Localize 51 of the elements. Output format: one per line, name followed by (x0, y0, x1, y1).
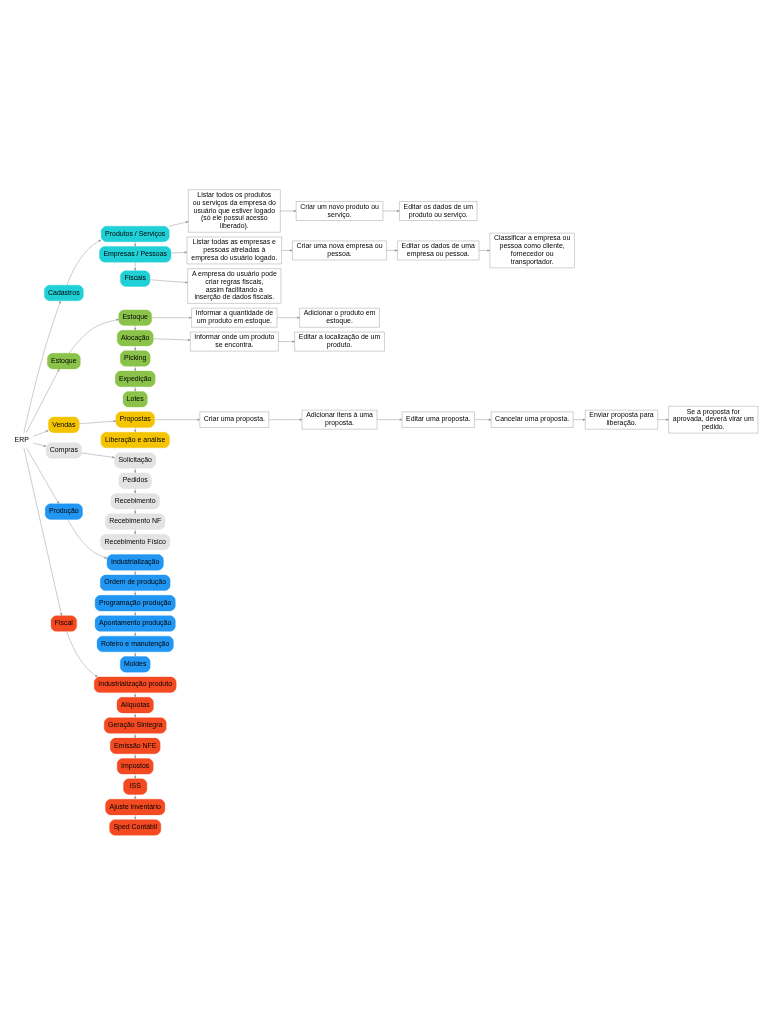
arrow (26, 368, 60, 433)
arrow (278, 340, 295, 343)
arrow (151, 316, 192, 319)
arrow (134, 569, 137, 575)
arrow (168, 220, 189, 226)
arrow (149, 279, 188, 283)
arrow (134, 590, 137, 595)
arrow (134, 488, 137, 493)
arrow (81, 452, 115, 458)
arrow (573, 418, 586, 421)
arrow (134, 467, 137, 473)
arrow (134, 712, 137, 718)
arrow (33, 429, 49, 436)
arrow (23, 300, 61, 433)
arrow (26, 447, 60, 504)
arrow (134, 691, 137, 697)
arrow (134, 753, 137, 759)
arrow (170, 250, 188, 253)
arrow (657, 418, 669, 421)
arrow (134, 386, 137, 392)
arrow (134, 508, 137, 514)
arrow (67, 518, 108, 558)
arrow (23, 447, 63, 616)
arrow (134, 426, 137, 432)
arrow (134, 345, 137, 351)
arrow (134, 732, 137, 738)
arrow (478, 249, 490, 251)
arrow (66, 630, 98, 677)
arrow (69, 318, 119, 353)
arrow (153, 338, 191, 341)
arrow (33, 442, 47, 447)
arrow (386, 249, 398, 251)
arrow (134, 630, 137, 636)
arrow (474, 418, 492, 421)
arrow (268, 418, 303, 421)
arrow (134, 241, 137, 247)
arrow (376, 418, 403, 421)
arrow (134, 610, 137, 616)
arrow (154, 418, 200, 421)
arrow (79, 419, 117, 424)
arrow (277, 316, 300, 319)
arrow (134, 651, 137, 657)
arrow (134, 324, 137, 330)
arrow (134, 814, 137, 820)
arrow (281, 249, 293, 251)
arrow (134, 365, 137, 371)
arrow (134, 773, 137, 779)
arrow (66, 239, 102, 285)
arrow (134, 261, 137, 271)
arrow (134, 793, 137, 799)
arrow (134, 528, 137, 534)
